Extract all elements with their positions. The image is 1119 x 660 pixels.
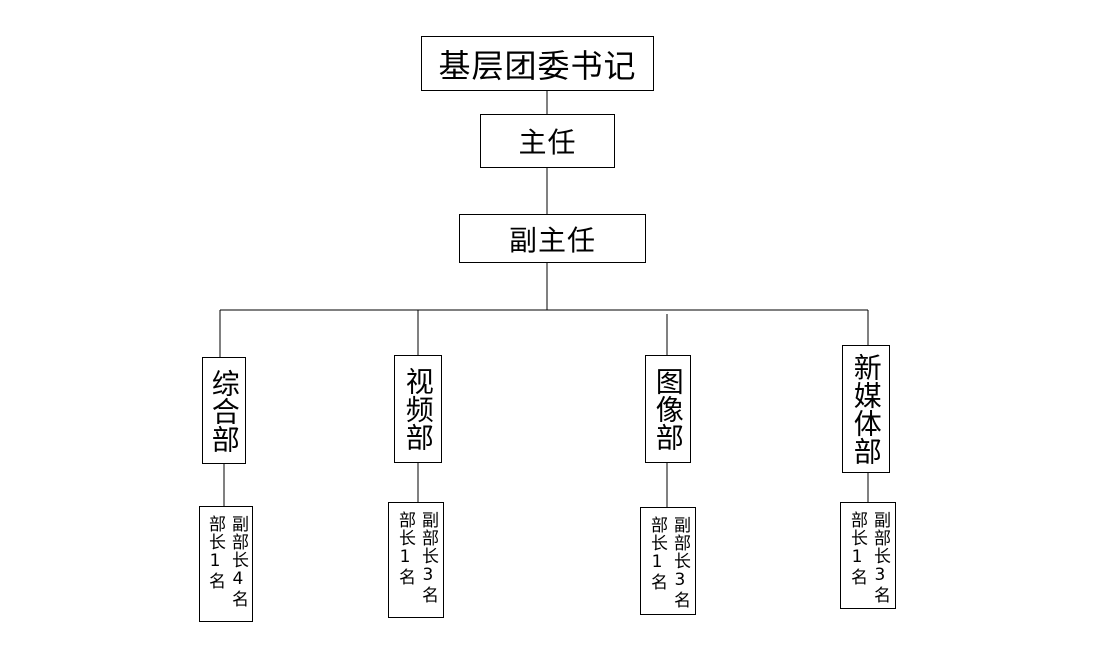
deputy-director-label: 副主任: [508, 223, 596, 257]
department-detail-text-3: 副部长3名部长1名: [647, 516, 690, 609]
root-label: 基层团委书记: [438, 46, 637, 85]
department-label-4: 新媒体部: [849, 353, 883, 465]
department-node-1: 综合部: [202, 357, 246, 464]
department-label-1: 综合部: [207, 368, 241, 453]
department-detail-2: 副部长3名部长1名: [388, 502, 444, 618]
department-label-3: 图像部: [651, 367, 685, 451]
department-detail-text-1: 副部长4名部长1名: [205, 515, 248, 608]
department-detail-3: 副部长3名部长1名: [640, 507, 696, 615]
department-detail-4: 副部长3名部长1名: [840, 502, 896, 609]
deputy-director-node: 副主任: [459, 214, 646, 263]
director-label: 主任: [518, 126, 577, 159]
department-node-3: 图像部: [645, 355, 691, 463]
department-node-2: 视频部: [394, 355, 442, 463]
department-detail-1: 副部长4名部长1名: [199, 506, 253, 622]
department-label-2: 视频部: [401, 367, 435, 451]
root-node: 基层团委书记: [421, 36, 654, 91]
director-node: 主任: [480, 114, 615, 168]
department-detail-text-2: 副部长3名部长1名: [395, 511, 438, 604]
department-detail-text-4: 副部长3名部长1名: [847, 511, 890, 604]
department-node-4: 新媒体部: [842, 345, 890, 473]
